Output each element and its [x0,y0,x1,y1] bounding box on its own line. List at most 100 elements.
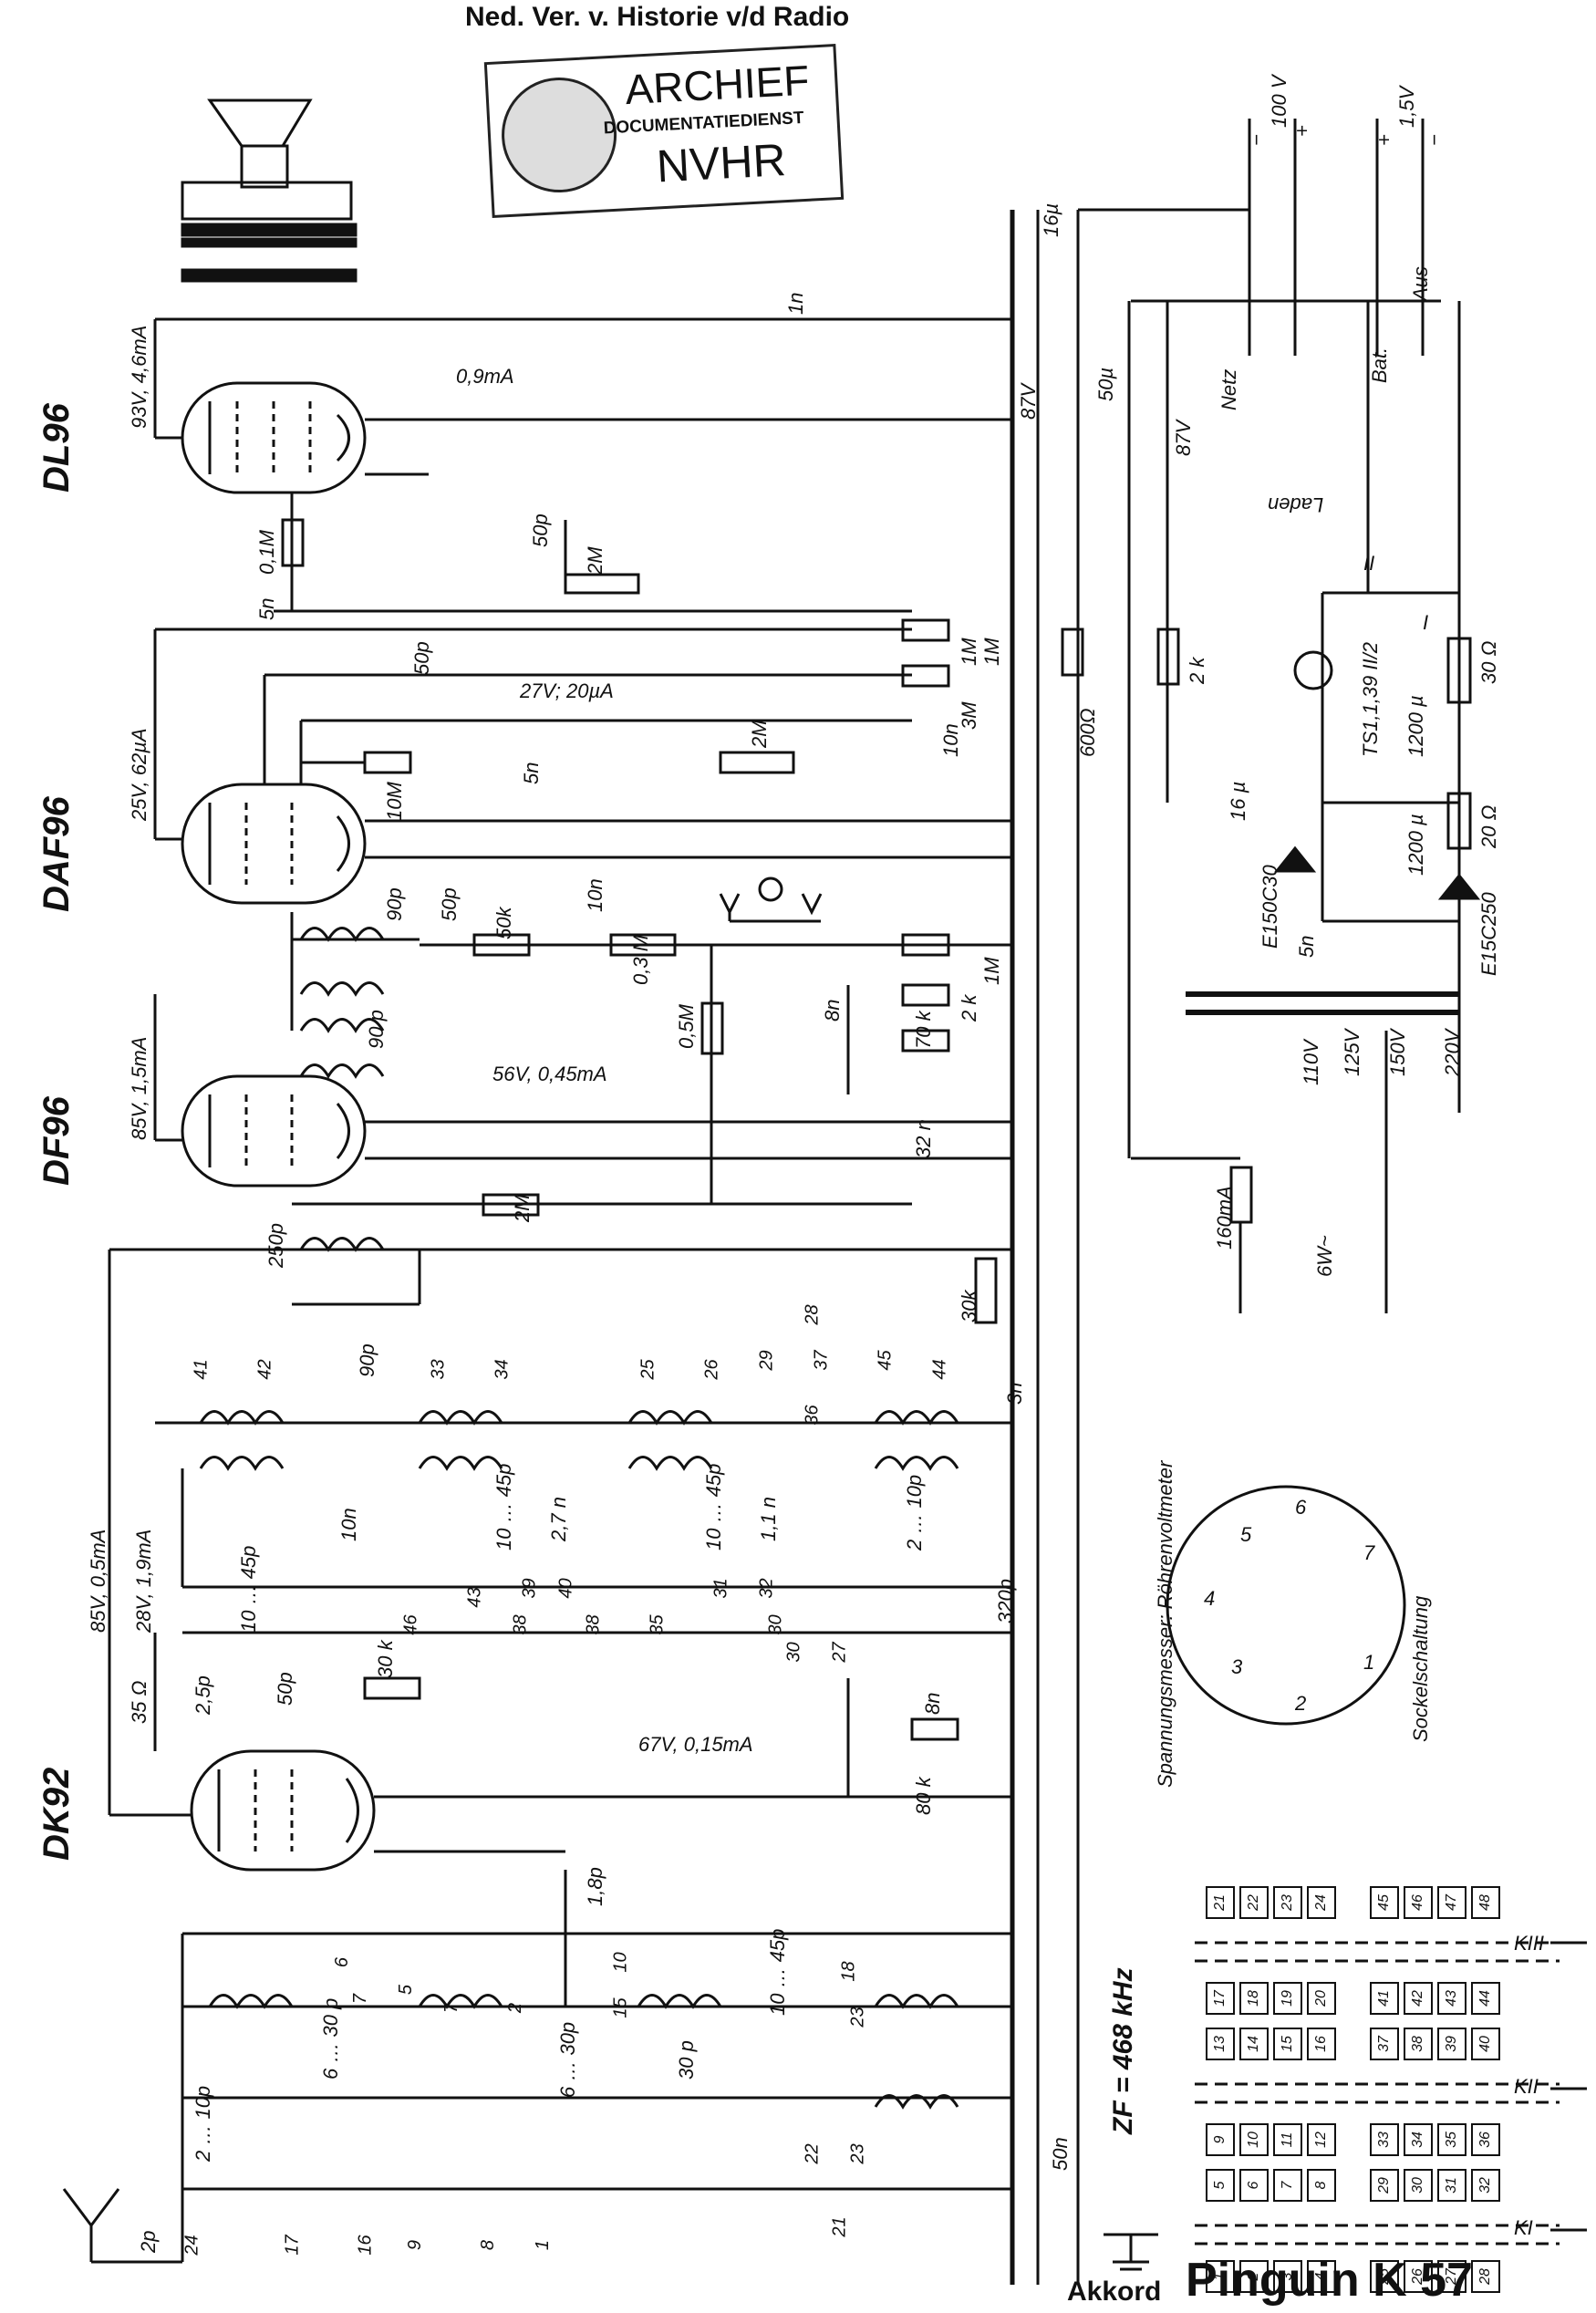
bank-cell: 16 [1307,2028,1336,2060]
c10n-b: 10n [584,878,606,912]
bank-cell: 35 [1437,2123,1466,2156]
r1m-b [901,664,950,688]
contact-number: 1 [533,2239,554,2251]
archive-header: Ned. Ver. v. Historie v/d Radio [465,2,850,32]
dl96-screen-op: 0,9mA [456,365,514,388]
bank-cell: 45 [1370,1886,1399,1919]
c10n-c: 10n [337,1508,360,1541]
df96-anode-op: 85V, 1,5mA [128,1036,150,1140]
c2-10p-b: 2 … 10p [192,2085,214,2162]
bank-cell: 34 [1404,2123,1433,2156]
dl96-anode-op: 93V, 4,6mA [128,325,150,429]
contact-number: 30 [765,1614,786,1635]
rail-voltage-b: 87V [1172,420,1195,456]
bank-cell: 6 [1239,2169,1269,2202]
c6-30p-b: 6 … 30p [556,2021,579,2098]
contact-number: 9 [405,2239,426,2251]
contact-number: 34 [492,1359,513,1380]
r2m-c: 2M [511,1194,534,1222]
switch-netz: Netz [1218,368,1240,410]
c90p-b: 90 p [365,1010,388,1049]
contact-number: 7 [441,2002,462,2014]
c50u: 50µ [1094,367,1117,401]
dk92-anode-op: 85V, 0,5mA [87,1529,109,1633]
tap-220v: 220V [1441,1029,1464,1076]
r50k: 50k [492,907,515,939]
bank-cell: 21 [1206,1886,1235,1919]
c2-10p-a: 2 … 10p [903,1474,926,1551]
r30k-b: 30 k [374,1640,397,1678]
bank-cell: 19 [1273,1982,1302,2015]
switch-aus: Aus [1409,266,1432,301]
bank-cell: 8 [1307,2169,1336,2202]
ps-e150: E150C30 [1259,865,1281,949]
contact-number: 30 [783,1642,804,1663]
c6-30p-a: 6 … 30 p [319,1997,342,2080]
c8n-b: 8n [921,1692,944,1715]
bank-cell: 47 [1437,1886,1466,1919]
c90p-a: 90p [383,887,406,921]
r70k: 70 k [912,1011,935,1049]
c30p: 30 p [675,2040,698,2080]
contact-number: 5 [396,1984,417,1996]
bank-cell: 24 [1307,1886,1336,1919]
tube-label-daf96: DAF96 [36,796,77,912]
r10m: 10M [383,782,406,821]
bank-cell: 14 [1239,2028,1269,2060]
contact-number: 21 [829,2216,850,2237]
bank-cell: 13 [1206,2028,1235,2060]
ps-c16u: 16 µ [1227,781,1249,821]
contact-number: 41 [191,1359,212,1380]
bank-cell: 48 [1471,1886,1500,1919]
r1m-a [901,618,950,642]
supply-minus-100: − [1245,134,1268,146]
tube-label-dk92: DK92 [36,1767,77,1861]
contact-number: 39 [519,1578,540,1599]
bank-cell: 28 [1471,2260,1500,2293]
bank-cell: 41 [1370,1982,1399,2015]
df96-tube-symbol [153,945,1012,1217]
r1m-b: 1M [980,638,1003,666]
ground-icon [1104,2233,1158,2271]
switch-laden: Laden [1268,493,1324,516]
bank-k3: KIII [1514,1932,1545,1955]
contact-number: 42 [254,1359,275,1380]
bank-cell: 32 [1471,2169,1500,2202]
r1m-c: 1M [980,957,1003,985]
contact-number: 15 [610,1997,631,2018]
brand-name: Akkord [1067,2277,1162,2307]
bank-cell: 17 [1206,1982,1235,2015]
power-supply-section [1131,299,1481,1313]
bank-cell: 7 [1273,2169,1302,2202]
audio-output-jacks [719,876,823,923]
bank-cell: 12 [1307,2123,1336,2156]
c1n: 1n [784,292,807,315]
bank-cell: 11 [1273,2123,1302,2156]
socket-diagram [1166,1485,1406,1726]
r80k: 80 k [912,1777,935,1815]
socket-pin-6: 6 [1295,1496,1307,1519]
supply-rails [153,119,1425,2285]
c32n: 32 n [912,1119,935,1158]
contact-number: 40 [555,1578,576,1599]
daf96-anode-op: 25V, 62µA [128,728,150,821]
contact-number: 28 [802,1304,823,1325]
contact-number: 22 [802,2143,823,2164]
supply-plus-100: + [1290,125,1313,137]
contact-number: 31 [710,1578,731,1599]
c50p-a: 50p [529,513,552,547]
socket-title: Sockelschaltung [1409,1595,1432,1742]
contact-number: 45 [875,1350,896,1371]
contact-number: 36 [802,1405,823,1426]
contact-number: 8 [478,2239,499,2251]
bank-cell: 43 [1437,1982,1466,2015]
contact-number: 38 [510,1614,531,1635]
r05m: 0,5M [675,1004,698,1049]
socket-pin-7: 7 [1363,1541,1375,1564]
ps-c1200-b: 1200 µ [1404,814,1427,876]
c10n-a: 10n [939,723,962,757]
contact-number: 23 [847,2007,868,2028]
c3n: 3n [1003,1382,1026,1405]
contact-number: 33 [428,1359,449,1380]
